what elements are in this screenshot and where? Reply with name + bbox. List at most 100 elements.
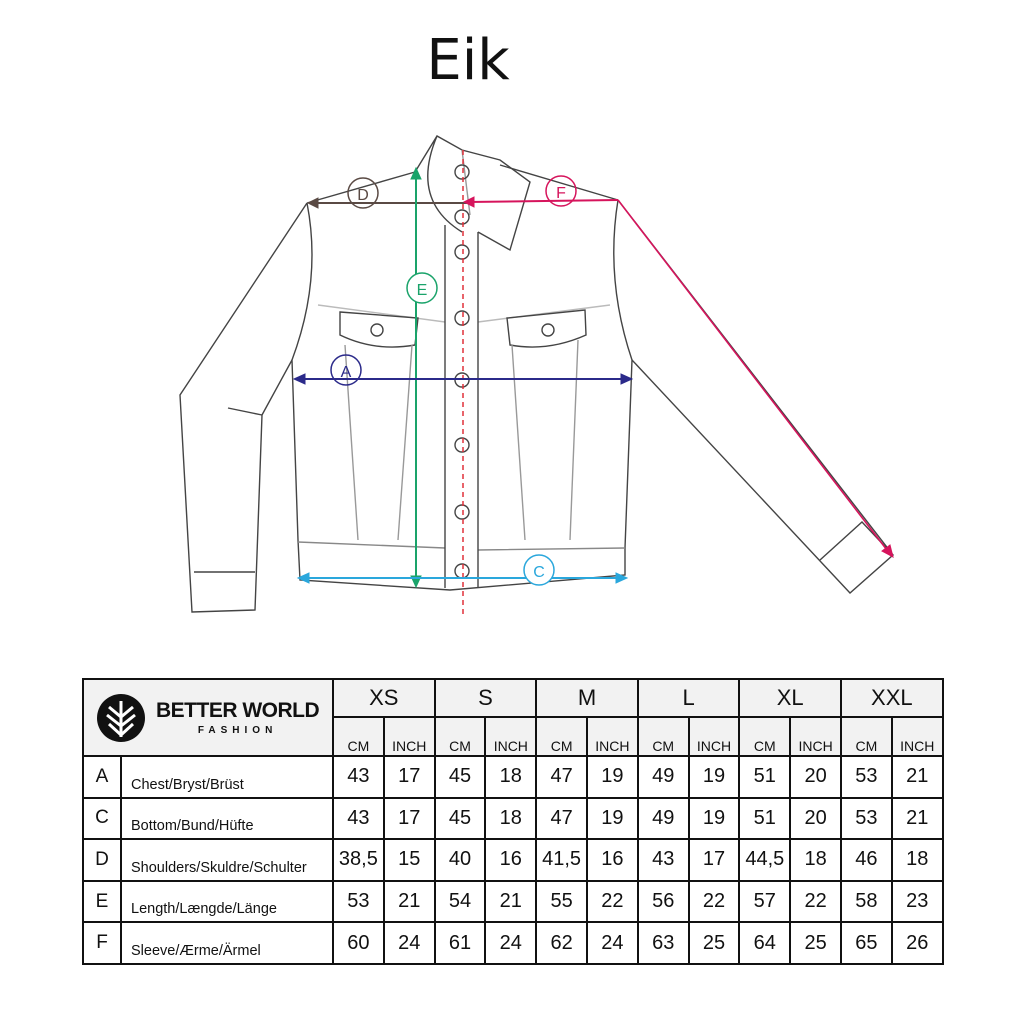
measure-label: Chest/Bryst/Brüst [120,755,334,799]
brand-name: BETTER WORLD [156,699,320,722]
measure-value: 18 [484,755,538,799]
measure-value: 47 [535,796,588,841]
measure-value: 15 [382,838,436,882]
jacket-diagram: D E F A C [179,135,894,615]
measure-value: 21 [382,879,436,924]
measure-value: 19 [586,755,639,799]
measure-value: 22 [687,879,741,924]
measure-value: 41,5 [535,838,588,882]
size-header: S [433,678,538,718]
unit-header: CM [433,716,487,757]
unit-header: CM [332,716,385,757]
unit-header: INCH [789,716,843,757]
page-title: Eik [426,28,510,93]
measure-value: 65 [840,921,893,965]
measure-value: 16 [484,838,538,882]
measure-value: 55 [535,879,588,924]
measure-value: 56 [636,879,690,924]
measure-f: F [462,175,894,558]
measure-value: 24 [484,921,538,965]
measure-value: 19 [687,755,741,799]
size-header: XL [738,678,843,718]
measure-value: 18 [890,838,944,882]
measure-value: 24 [586,921,639,965]
measure-value: 18 [484,796,538,841]
unit-header: CM [738,716,792,757]
jacket-outline [179,135,894,613]
unit-header: INCH [586,716,639,757]
measure-value: 17 [382,755,436,799]
measure-label: Length/Længde/Länge [120,879,334,924]
measure-value: 58 [840,879,893,924]
size-header: M [535,678,639,718]
label-a: A [341,364,352,381]
measure-value: 53 [332,879,385,924]
measure-value: 54 [433,879,487,924]
measure-value: 46 [840,838,893,882]
measure-value: 20 [789,796,843,841]
measure-value: 53 [840,755,893,799]
measure-value: 45 [433,796,487,841]
unit-header: INCH [382,716,436,757]
measure-value: 19 [687,796,741,841]
measure-value: 22 [586,879,639,924]
measure-value: 62 [535,921,588,965]
measure-key: E [82,879,122,924]
measure-value: 43 [636,838,690,882]
leaf-logo-icon [97,693,145,742]
measure-value: 64 [738,921,792,965]
measure-value: 51 [738,796,792,841]
measure-value: 26 [890,921,944,965]
unit-header: INCH [484,716,538,757]
measure-value: 49 [636,755,690,799]
label-c: C [533,564,545,581]
measure-value: 18 [789,838,843,882]
brand-sub: FASHION [197,725,278,736]
measure-key: A [82,755,122,799]
measure-value: 25 [687,921,741,965]
measure-value: 51 [738,755,792,799]
measure-label: Shoulders/Skuldre/Schulter [120,838,334,882]
measure-value: 43 [332,796,385,841]
size-header: L [636,678,741,718]
measure-value: 49 [636,796,690,841]
measure-value: 47 [535,755,588,799]
measure-value: 16 [586,838,639,882]
label-d: D [357,187,369,204]
brand-logo-cell: BETTER WORLD FASHION [82,678,334,757]
measure-value: 17 [687,838,741,882]
measure-value: 63 [636,921,690,965]
measure-value: 45 [433,755,487,799]
measure-value: 43 [332,755,385,799]
label-e: E [417,282,428,299]
measure-value: 24 [382,921,436,965]
measure-key: D [82,838,122,882]
measure-value: 60 [332,921,385,965]
measure-value: 25 [789,921,843,965]
measure-value: 21 [484,879,538,924]
measure-value: 57 [738,879,792,924]
measure-value: 61 [433,921,487,965]
measure-e: E [406,166,438,589]
measure-value: 20 [789,755,843,799]
measure-value: 21 [890,755,944,799]
measure-key: C [82,796,122,841]
unit-header: CM [840,716,893,757]
measure-c: C [296,554,629,586]
unit-header: INCH [687,716,741,757]
measure-value: 23 [890,879,944,924]
measure-value: 53 [840,796,893,841]
measure-d: D [306,177,470,209]
measure-value: 22 [789,879,843,924]
measure-value: 40 [433,838,487,882]
measure-label: Bottom/Bund/Hüfte [120,796,334,841]
measure-value: 38,5 [332,838,385,882]
measure-a: A [292,354,634,386]
label-f: F [556,185,566,202]
